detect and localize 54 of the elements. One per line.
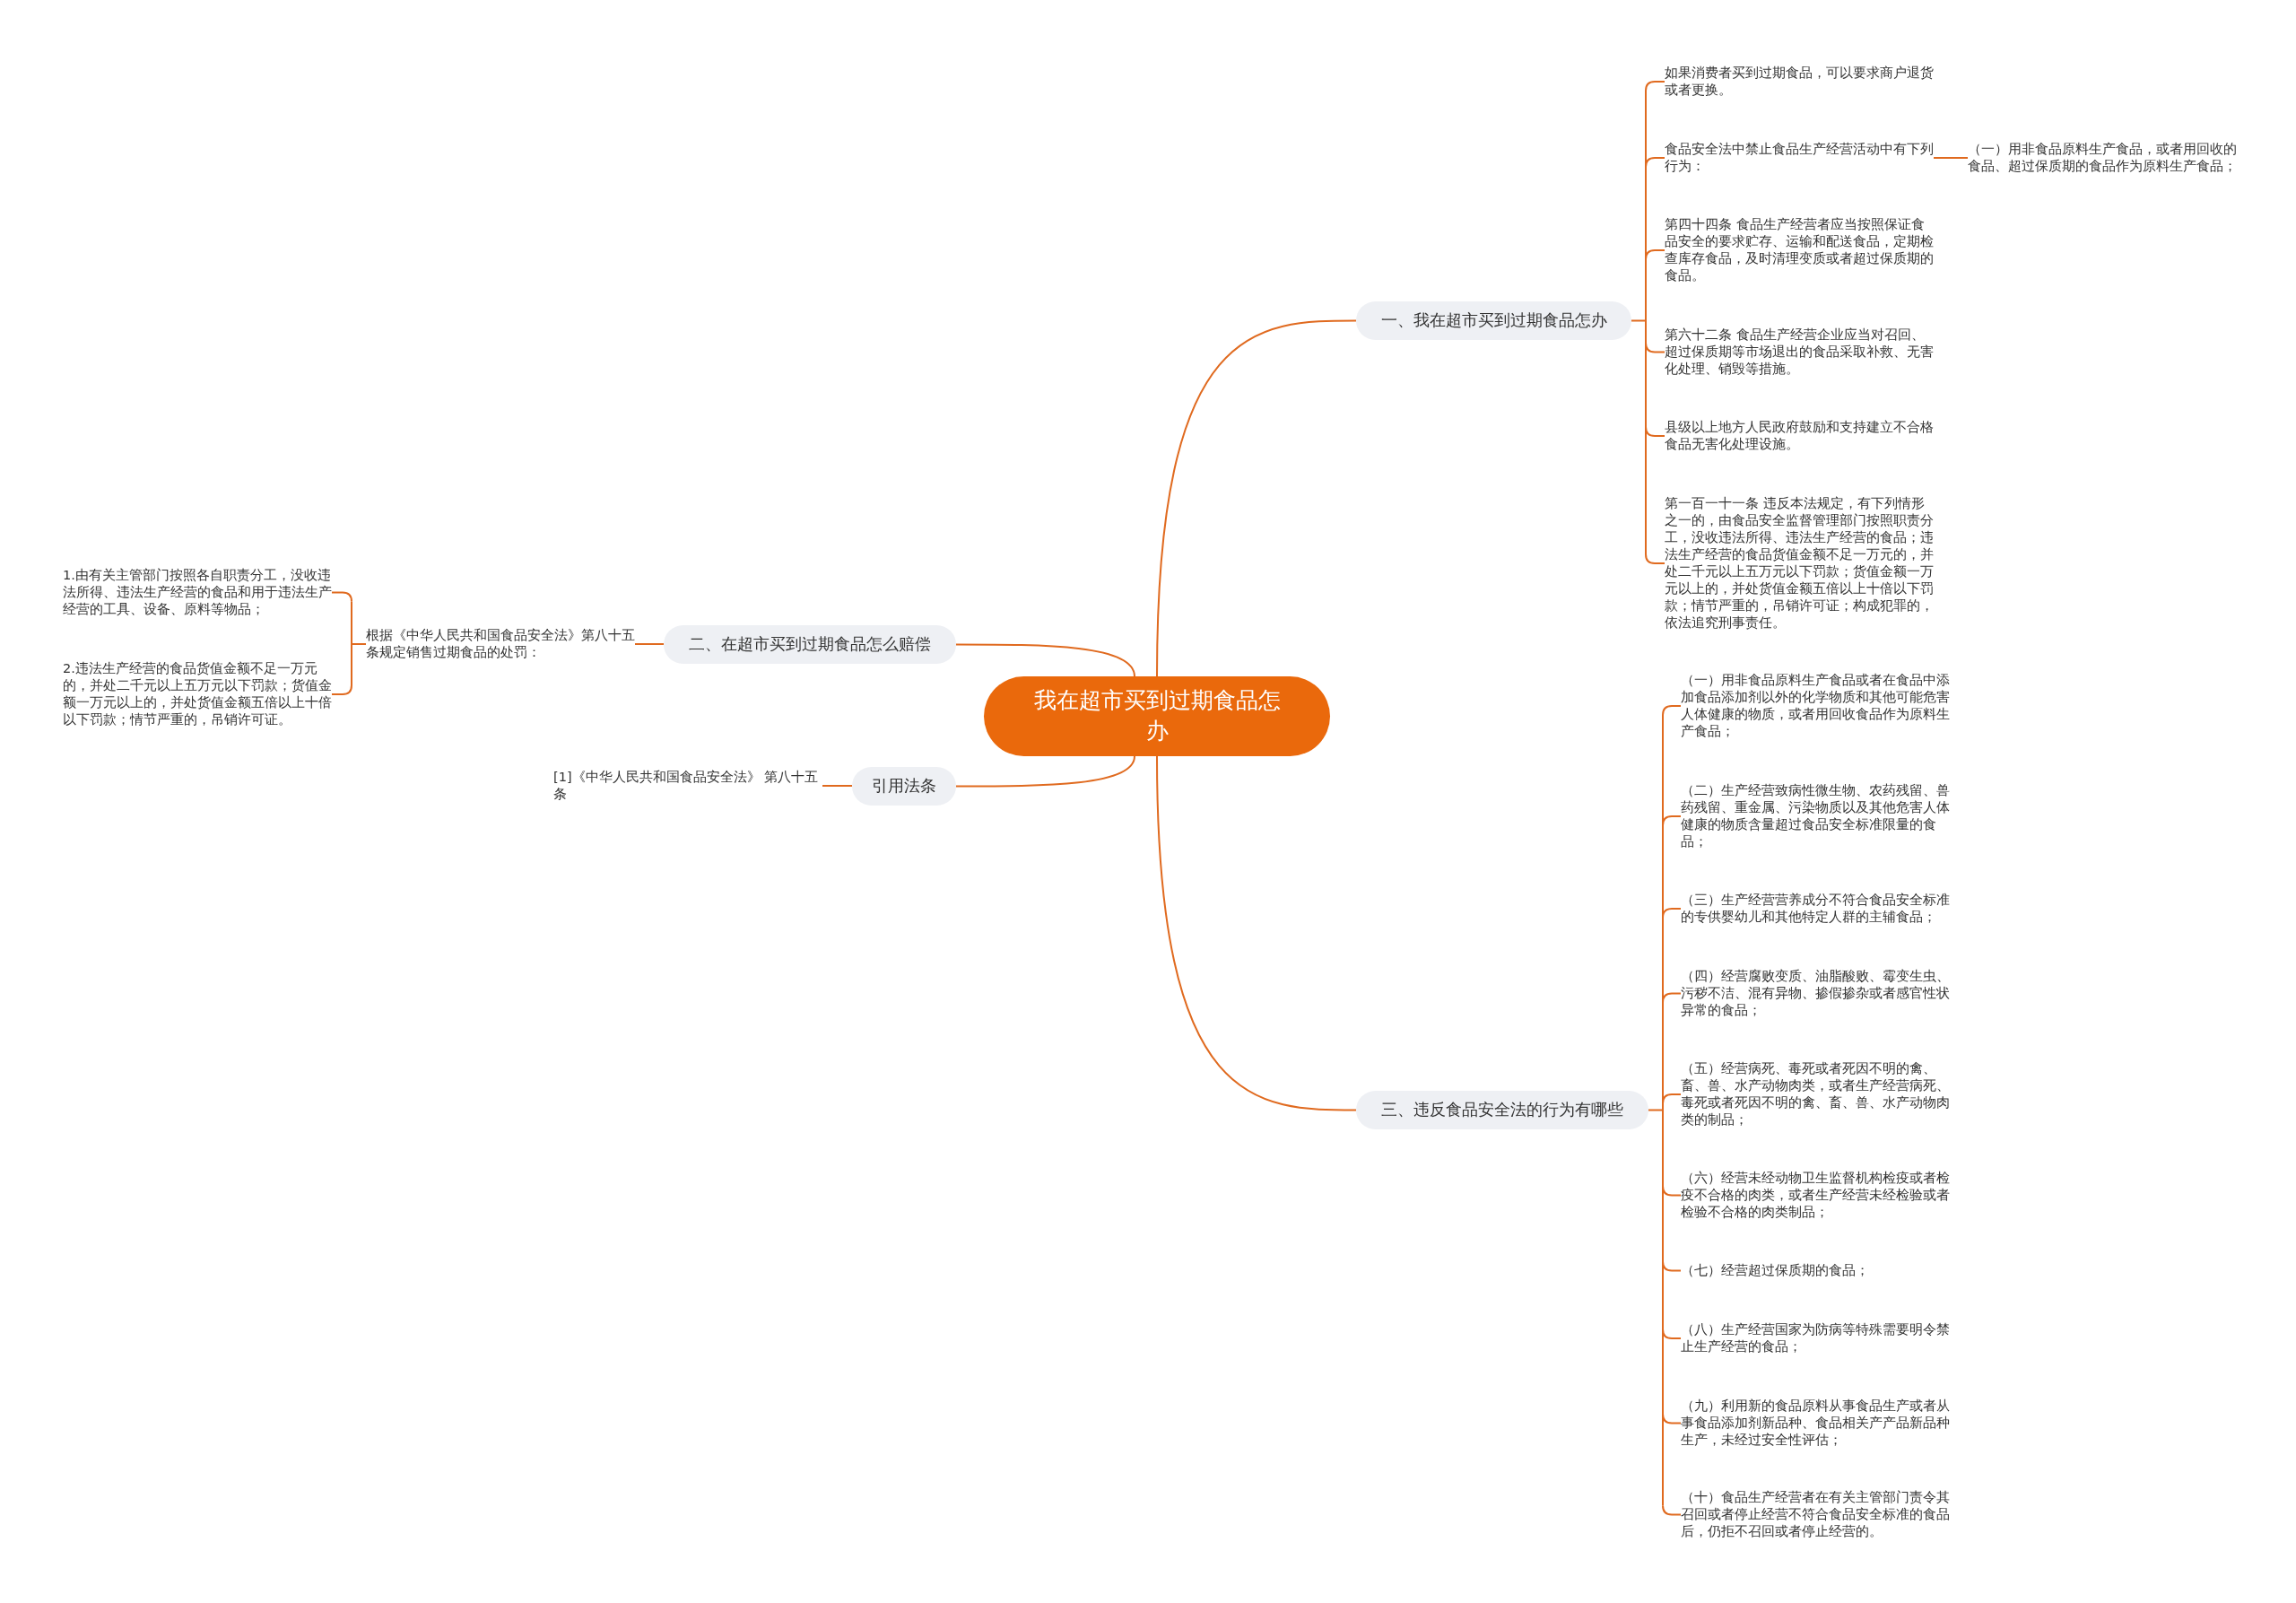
connector-line — [1645, 426, 1665, 437]
connector-line — [331, 684, 352, 695]
connector-line — [955, 643, 1135, 677]
connector-line — [1645, 81, 1665, 91]
topic-text: （一）用非食品原料生产食品，或者用回收的食品、超过保质期的食品作为原料生产食品； — [1968, 141, 2237, 175]
topic-text: （五）经营病死、毒死或者死因不明的禽、畜、兽、水产动物肉类，或者生产经营病死、毒死或者死因不明的禽、畜、兽、水产动物肉类的制品； — [1681, 1060, 1950, 1128]
connector-line — [1156, 319, 1357, 677]
topic-text: 2.违法生产经营的食品货值金额不足一万元的，并处二千元以上五万元以下罚款；货值金额一万元以上的，并处货值金额五倍以上十倍以下罚款；情节严重的，吊销许可证。 — [63, 660, 332, 728]
connector-line — [1156, 755, 1357, 1111]
topic-text: 第六十二条 食品生产经营企业应当对召回、超过保质期等市场退出的食品采取补救、无害化处理、销毁等措施。 — [1665, 327, 1934, 378]
connector-line — [955, 755, 1135, 788]
topic-text: （九）利用新的食品原料从事食品生产或者从事食品添加剂新品种、食品相关产产品新品种生产，未经过安全性评估； — [1681, 1398, 1950, 1449]
connector-line — [1645, 553, 1665, 564]
topic-text: 第四十四条 食品生产经营者应当按照保证食品安全的要求贮存、运输和配送食品，定期检查库存食品，及时清理变质或者超过保质期的食品。 — [1665, 216, 1934, 284]
topic-text: （二）生产经营致病性微生物、农药残留、兽药残留、重金属、污染物质以及其他危害人体健康的物质含量超过食品安全标准限量的食品； — [1681, 782, 1950, 850]
topic-text: （八）生产经营国家为防病等特殊需要明令禁止生产经营的食品； — [1681, 1321, 1950, 1355]
connector-line — [1631, 90, 1647, 555]
topic-text: （十）食品生产经营者在有关主管部门责令其召回或者停止经营不符合食品安全标准的食品后，仍拒不召回或者停止经营的。 — [1681, 1489, 1950, 1540]
topic-text: （三）生产经营营养成分不符合食品安全标准的专供婴幼儿和其他特定人群的主辅食品； — [1681, 892, 1950, 926]
central-topic: 我在超市买到过期食品怎办 — [984, 676, 1330, 756]
connector-line — [351, 600, 367, 686]
branch-topic: 三、违反食品安全法的行为有哪些 — [1356, 1091, 1648, 1129]
connector-line — [1662, 705, 1682, 716]
topic-text: 如果消费者买到过期食品，可以要求商户退货或者更换。 — [1665, 65, 1934, 99]
topic-text: （六）经营未经动物卫生监督机构检疫或者检疫不合格的肉类，或者生产经营未经检验或者检验不合格的肉类制品； — [1681, 1170, 1950, 1221]
topic-text: 县级以上地方人民政府鼓励和支持建立不合格食品无害化处理设施。 — [1665, 419, 1934, 453]
topic-text: 食品安全法中禁止食品生产经营活动中有下列行为： — [1665, 141, 1934, 175]
connector-line — [1662, 1504, 1682, 1516]
connector-line — [1645, 342, 1665, 353]
connector-line — [1662, 992, 1682, 1004]
connector-line — [1662, 908, 1682, 919]
connector-line — [1662, 1329, 1682, 1339]
connector-line — [1645, 157, 1665, 168]
topic-text: 根据《中华人民共和国食品安全法》第八十五条规定销售过期食品的处罚： — [366, 627, 635, 661]
topic-text: 第一百一十一条 违反本法规定，有下列情形之一的，由食品安全监督管理部门按照职责分工，没收违法所得、违法生产经营的食品；违法生产经营的食品货值金额不足一万元的，并处二千元以上五万元以下罚款；货值金额一万元以上的，并处货值金额五倍以上十倍以下罚款；情节严重的，吊销许可证；构成犯罪的，依法追究刑事责任。 — [1665, 495, 1934, 632]
connector-line — [634, 643, 665, 645]
connector-line — [331, 591, 352, 603]
connector-line — [822, 785, 853, 787]
branch-topic: 一、我在超市买到过期食品怎办 — [1356, 301, 1631, 340]
topic-text: （七）经营超过保质期的食品； — [1681, 1262, 1869, 1279]
topic-text: 1.由有关主管部门按照各自职责分工，没收违法所得、违法生产经营的食品和用于违法生产经营的工具、设备、原料等物品； — [63, 567, 332, 618]
connector-line — [1933, 157, 1969, 159]
branch-topic: 二、在超市买到过期食品怎么赔偿 — [664, 625, 956, 664]
topic-text: （四）经营腐败变质、油脂酸败、霉变生虫、污秽不洁、混有异物、掺假掺杂或者感官性状异常的食品； — [1681, 968, 1950, 1019]
topic-text: （一）用非食品原料生产食品或者在食品中添加食品添加剂以外的化学物质和其他可能危害人体健康的物质，或者用回收食品作为原料生产食品； — [1681, 672, 1950, 740]
connector-line — [1662, 1260, 1682, 1272]
topic-text: [1]《中华人民共和国食品安全法》 第八十五条 — [553, 769, 822, 803]
connector-line — [1662, 815, 1682, 826]
connector-line — [1645, 249, 1665, 260]
connector-line — [1662, 1093, 1682, 1104]
connector-line — [1662, 1413, 1682, 1424]
branch-topic: 引用法条 — [852, 767, 956, 806]
connector-line — [1648, 714, 1664, 1507]
connector-line — [1662, 1185, 1682, 1197]
